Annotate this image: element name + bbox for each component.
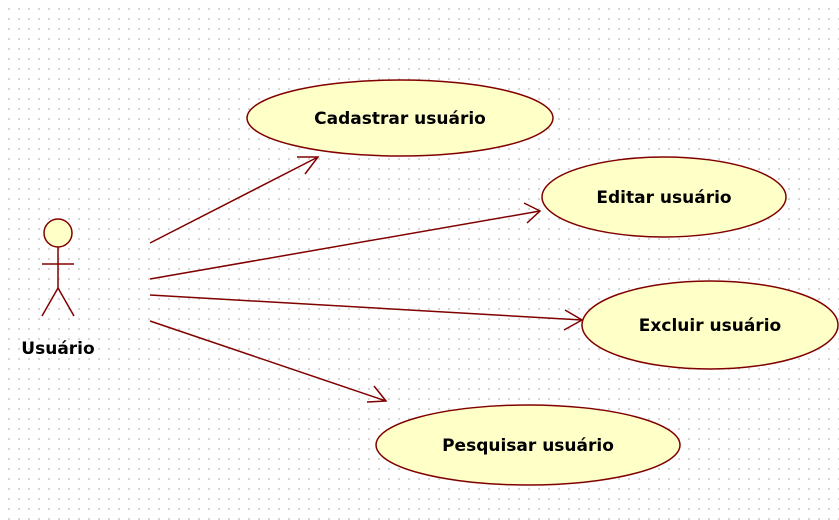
- use-case-label: Pesquisar usuário: [442, 436, 614, 456]
- use-case-pesquisar-usuario[interactable]: Pesquisar usuário: [375, 404, 681, 486]
- association-pesquisar[interactable]: [149, 320, 388, 403]
- use-case-ellipse: [375, 404, 681, 486]
- use-case-label: Cadastrar usuário: [314, 109, 486, 129]
- associations: [149, 156, 584, 403]
- stick-figure-icon: [41, 218, 75, 317]
- use-case-ellipse: [581, 280, 839, 370]
- use-case-editar-usuario[interactable]: Editar usuário: [541, 156, 787, 238]
- use-case-ellipse: [246, 79, 554, 157]
- actor-usuario[interactable]: Usuário: [21, 218, 95, 359]
- association-editar[interactable]: [149, 202, 542, 280]
- use-case-excluir-usuario[interactable]: Excluir usuário: [581, 280, 839, 370]
- association-cadastrar[interactable]: [149, 156, 320, 244]
- use-case-label: Editar usuário: [596, 188, 731, 208]
- actor-label: Usuário: [21, 339, 94, 359]
- association-excluir[interactable]: [149, 294, 584, 331]
- use-case-cadastrar-usuario[interactable]: Cadastrar usuário: [246, 79, 554, 157]
- use-case-label: Excluir usuário: [639, 316, 781, 336]
- use-case-ellipse: [541, 156, 787, 238]
